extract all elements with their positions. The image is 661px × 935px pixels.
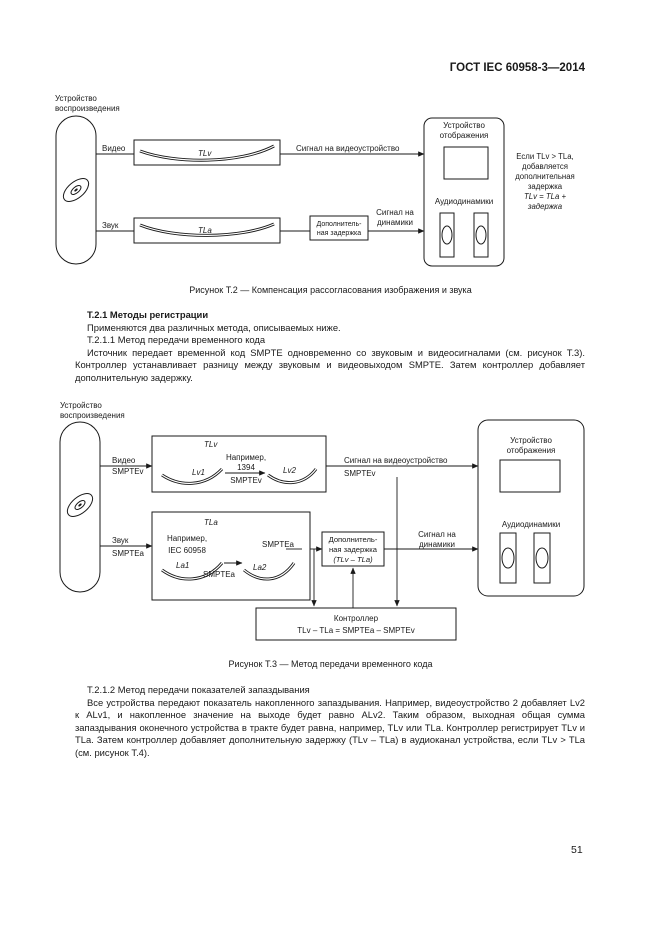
paragraph: Источник передает временной код SMPTE од… [75, 346, 585, 383]
side-note: добавляется [522, 162, 568, 171]
controller-box [255, 607, 457, 641]
signal-speakers-label: динамики [419, 540, 455, 549]
audio-chain-box [151, 511, 311, 601]
display-device [477, 419, 585, 597]
speaker-icon [533, 532, 551, 584]
la2-label: La2 [253, 563, 267, 572]
section-heading: Т.2.1.2 Метод передачи показателей запаз… [87, 684, 310, 695]
standard-header: ГОСТ IEC 60958-3—2014 [449, 62, 585, 74]
disc-icon [66, 493, 94, 517]
controller-formula: TLv – TLa = SMPTEa – SMPTEv [297, 626, 414, 635]
signal-video-label: Сигнал на видеоустройство [344, 456, 448, 465]
example-a-label: Например, [167, 534, 207, 543]
playback-device [59, 421, 101, 593]
disc-icon [62, 178, 90, 202]
display-screen [443, 146, 489, 180]
display-label: отображения [440, 131, 489, 140]
page-number: 51 [571, 844, 583, 856]
section-text-2: Т.2.1.2 Метод передачи показателей запаз… [75, 684, 585, 760]
la1-label: La1 [176, 561, 189, 570]
video-smpte-label: SMPTEv [112, 467, 144, 476]
section-heading: Т.2.1 Методы регистрации [87, 309, 209, 320]
speakers-label: Аудиодинамики [502, 520, 560, 529]
paragraph: Все устройства передают показатель накоп… [75, 696, 585, 758]
side-note: задержка [528, 182, 563, 191]
side-note: задержка [527, 202, 563, 211]
example-a-label: IEC 60958 [168, 546, 206, 555]
display-label: Устройство [443, 121, 485, 130]
display-screen [499, 459, 561, 493]
lv1-label: Lv1 [192, 468, 205, 477]
player-label: Устройство [60, 401, 102, 410]
playback-device [55, 115, 97, 265]
section-text-1: Т.2.1 Методы регистрации Применяются два… [75, 309, 585, 385]
figure-t2-diagram: Устройство воспроизведения Видео TLv Сиг… [55, 94, 575, 267]
extra-delay-box [309, 215, 369, 241]
display-label: Устройство [510, 436, 552, 445]
player-label: Устройство [55, 94, 97, 103]
signal-video-label: Сигнал на видеоустройство [296, 144, 400, 153]
text-line: Применяются два различных метода, описыв… [87, 321, 341, 333]
signal-speakers-label: Сигнал на [418, 530, 456, 539]
video-label: Видео [102, 144, 126, 153]
tlv-label: TLv [204, 440, 218, 449]
tlv-label: TLv [198, 149, 212, 158]
tla-label: TLa [198, 226, 212, 235]
player-label: воспроизведения [60, 411, 125, 420]
speaker-icon [473, 212, 489, 258]
smpte-a-mid-label: SMPTEa [203, 570, 236, 579]
speakers-label: Аудиодинамики [435, 197, 493, 206]
figure-t3-diagram: Устройство воспроизведения Видео SMPTEv … [59, 401, 585, 641]
signal-speakers-label: динамики [377, 218, 413, 227]
lv2-label: Lv2 [283, 466, 296, 475]
side-note: дополнительная [515, 172, 575, 181]
extra-delay-label: ная задержка [329, 545, 378, 554]
figure-t3-caption: Рисунок Т.3 — Метод передачи временного … [228, 659, 433, 669]
text-line: Т.2.1.1 Метод передачи временного кода [87, 334, 266, 346]
audio-smpte-label: SMPTEa [112, 549, 145, 558]
extra-delay-label: Дополнитель- [317, 221, 363, 228]
display-device [423, 117, 505, 267]
smpte-a-label: SMPTEa [262, 540, 295, 549]
tla-label: TLa [204, 518, 218, 527]
display-label: отображения [507, 446, 556, 455]
side-note: TLv = TLa + [524, 192, 566, 201]
example-v-label: Например, [226, 453, 266, 462]
video-label: Видео [112, 456, 136, 465]
extra-delay-label: ная задержка [317, 230, 361, 237]
side-note: Если TLv > TLa, [516, 152, 573, 161]
controller-label: Контроллер [334, 614, 379, 623]
example-v-label: SMPTEv [230, 476, 262, 485]
extra-delay-label: Дополнитель- [329, 535, 378, 544]
player-label: воспроизведения [55, 104, 120, 113]
signal-speakers-label: Сигнал на [376, 208, 414, 217]
extra-delay-label: (TLv – TLa) [333, 555, 373, 564]
speaker-icon [439, 212, 455, 258]
example-v-label: 1394 [237, 463, 255, 472]
smpte-v-out-label: SMPTEv [344, 469, 376, 478]
audio-label: Звук [112, 536, 129, 545]
figure-t2-caption: Рисунок Т.2 — Компенсация рассогласовани… [189, 285, 472, 295]
audio-label: Звук [102, 221, 119, 230]
speaker-icon [499, 532, 517, 584]
